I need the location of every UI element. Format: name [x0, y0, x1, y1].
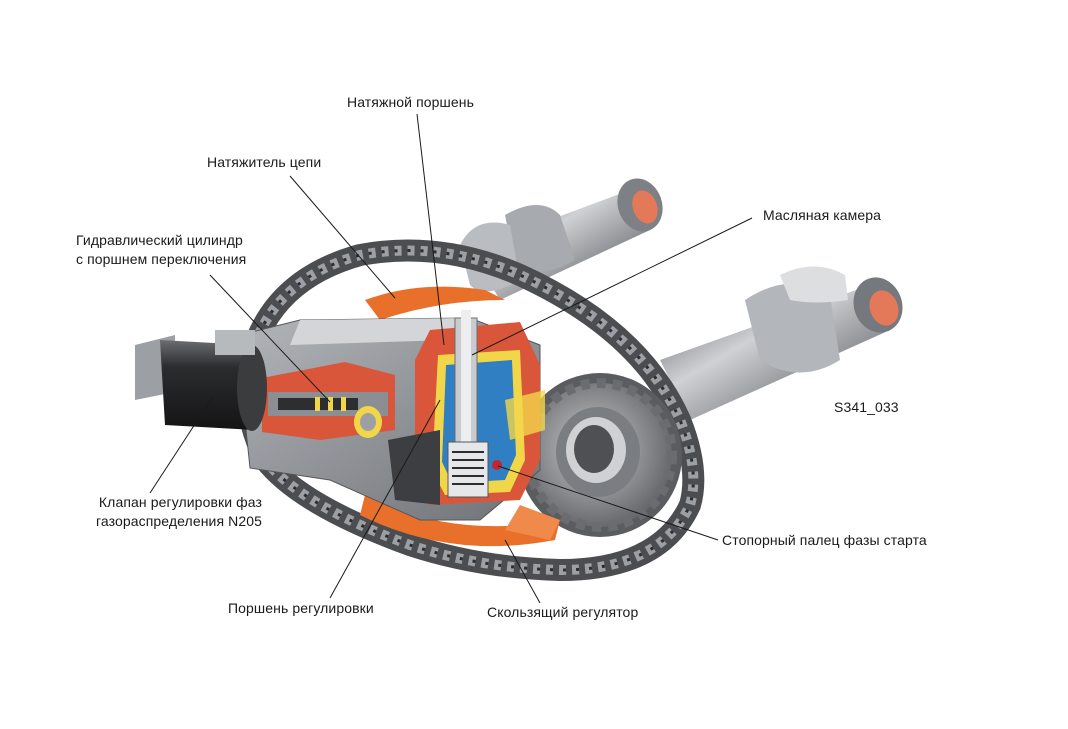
leader-valve	[149, 397, 213, 494]
label-chain-tensioner: Натяжитель цепи	[207, 154, 322, 170]
cutaway-center	[388, 310, 545, 505]
label-oil-chamber: Масляная камера	[763, 207, 882, 223]
label-figure-code: S341_033	[834, 399, 899, 415]
lower-camshaft	[660, 266, 903, 420]
tensioner-guide-upper	[365, 286, 505, 320]
label-hydraulic-cylinder-line2: с поршнем переключения	[76, 251, 247, 267]
upper-camshaft	[460, 178, 663, 300]
label-sliding-regulator: Скользящий регулятор	[487, 604, 639, 620]
leader-locking-pin	[497, 465, 719, 541]
control-valve-n205	[135, 330, 267, 431]
leader-sliding-regulator	[504, 539, 541, 604]
leader-chain-tensioner	[289, 175, 396, 299]
leader-tension-piston	[416, 113, 445, 346]
leader-lines	[149, 113, 753, 604]
label-valve-line2: газораспределения N205	[95, 513, 262, 529]
label-adjust-piston: Поршень регулировки	[228, 600, 374, 616]
camshaft-sprocket	[518, 373, 682, 537]
leader-oil-chamber	[471, 217, 753, 356]
sliding-regulator-rail	[360, 495, 560, 547]
label-locking-pin: Стопорный палец фазы старта	[722, 532, 927, 548]
timing-chain	[236, 239, 705, 582]
label-valve-line1: Клапан регулировки фаз	[98, 494, 262, 510]
leader-hydraulic-cylinder	[209, 274, 331, 403]
leader-adjust-piston	[329, 399, 441, 599]
label-tension-piston: Натяжной поршень	[347, 94, 474, 110]
label-hydraulic-cylinder-line1: Гидравлический цилиндр	[76, 232, 243, 248]
